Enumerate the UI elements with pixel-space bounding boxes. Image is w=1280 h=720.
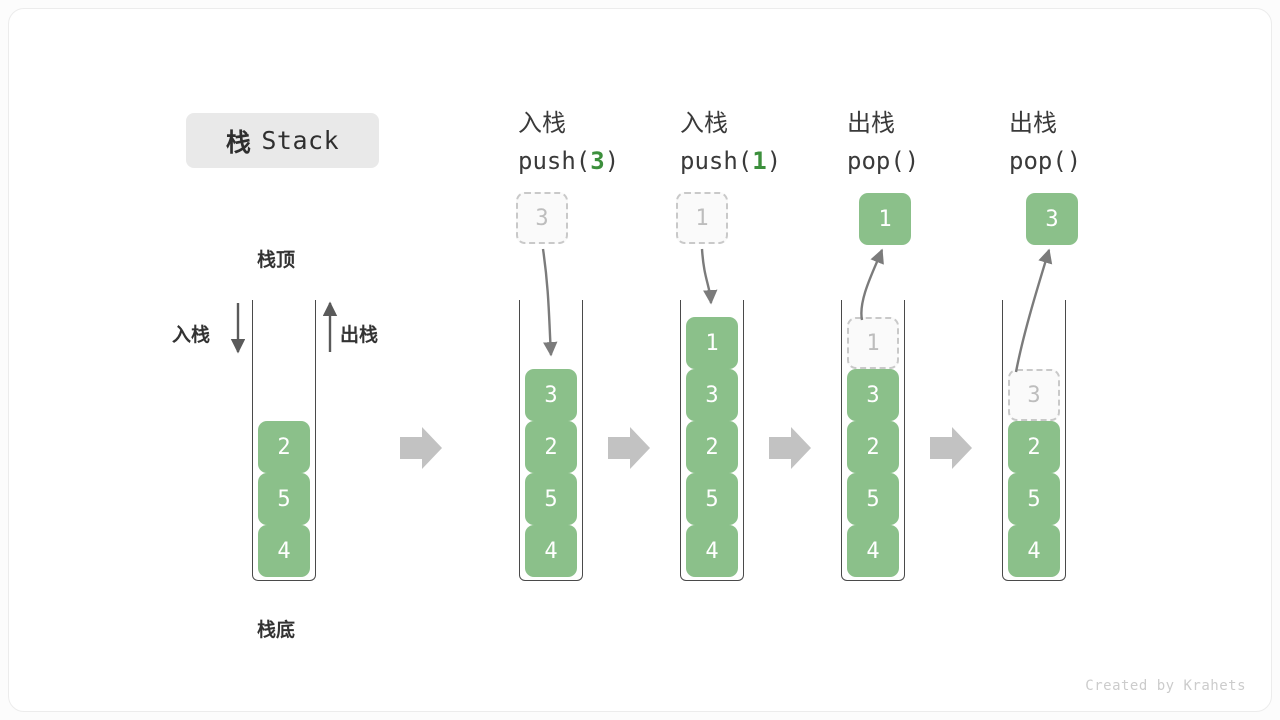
- op-prefix: push(: [518, 147, 591, 175]
- op-prefix: pop(: [847, 147, 905, 175]
- step-op-code: push(3): [518, 142, 619, 180]
- stack-container-pop-3: [1002, 300, 1066, 581]
- floating-cell-ghost: 1: [676, 192, 728, 244]
- floating-cell-popped: 3: [1026, 193, 1078, 245]
- stack-cell: 2: [525, 421, 577, 473]
- op-arg: 1: [752, 147, 767, 175]
- step-op-code: push(1): [680, 142, 781, 180]
- base-push-label: 入栈: [172, 324, 211, 346]
- op-prefix: pop(: [1009, 147, 1067, 175]
- stack-cell: 4: [258, 525, 310, 577]
- stack-top-label: 栈顶: [257, 249, 296, 271]
- stack-cell: 5: [258, 473, 310, 525]
- stack-cell: 4: [847, 525, 899, 577]
- stack-cell: 5: [525, 473, 577, 525]
- stack-cell: 3: [847, 369, 899, 421]
- stack-cell: 3: [525, 369, 577, 421]
- step-op-code: pop(): [1009, 142, 1081, 180]
- stack-cell: 5: [1008, 473, 1060, 525]
- op-suffix: ): [766, 147, 782, 175]
- stack-cell: 4: [686, 525, 738, 577]
- stack-cell: 2: [686, 421, 738, 473]
- title-cn: 栈: [225, 127, 252, 157]
- op-suffix: ): [1066, 147, 1082, 175]
- stack-cell: 4: [1008, 525, 1060, 577]
- stack-bottom-label: 栈底: [257, 619, 296, 641]
- title-en: Stack: [261, 126, 340, 155]
- step-op-cn: 出栈: [847, 109, 895, 137]
- stack-cell-ghost: 3: [1008, 369, 1060, 421]
- stack-cell: 1: [686, 317, 738, 369]
- base-pop-label: 出栈: [340, 324, 379, 346]
- op-suffix: ): [904, 147, 920, 175]
- stack-cell-ghost: 1: [847, 317, 899, 369]
- op-arg: 3: [590, 147, 605, 175]
- stack-container-base: [252, 300, 316, 581]
- stack-cell: 4: [525, 525, 577, 577]
- floating-cell-ghost: 3: [516, 192, 568, 244]
- step-header-push-1: 入栈 push(1): [680, 104, 781, 180]
- step-header-push-3: 入栈 push(3): [518, 104, 619, 180]
- stack-cell: 3: [686, 369, 738, 421]
- stack-cell: 2: [847, 421, 899, 473]
- op-prefix: push(: [680, 147, 753, 175]
- op-suffix: ): [604, 147, 620, 175]
- floating-cell-popped: 1: [859, 193, 911, 245]
- step-header-pop-3: 出栈 pop(): [1009, 104, 1081, 180]
- step-header-pop-1: 出栈 pop(): [847, 104, 919, 180]
- footer-credit: Created by Krahets: [1085, 678, 1246, 694]
- step-op-cn: 出栈: [1009, 109, 1057, 137]
- stack-container-pop-1: [841, 300, 905, 581]
- step-op-cn: 入栈: [518, 109, 566, 137]
- step-op-code: pop(): [847, 142, 919, 180]
- stack-cell: 2: [258, 421, 310, 473]
- stack-cell: 5: [686, 473, 738, 525]
- stack-container-push-3: [519, 300, 583, 581]
- stack-cell: 5: [847, 473, 899, 525]
- diagram-title: 栈 Stack: [186, 113, 379, 168]
- step-op-cn: 入栈: [680, 109, 728, 137]
- stack-container-push-1: [680, 300, 744, 581]
- stack-cell: 2: [1008, 421, 1060, 473]
